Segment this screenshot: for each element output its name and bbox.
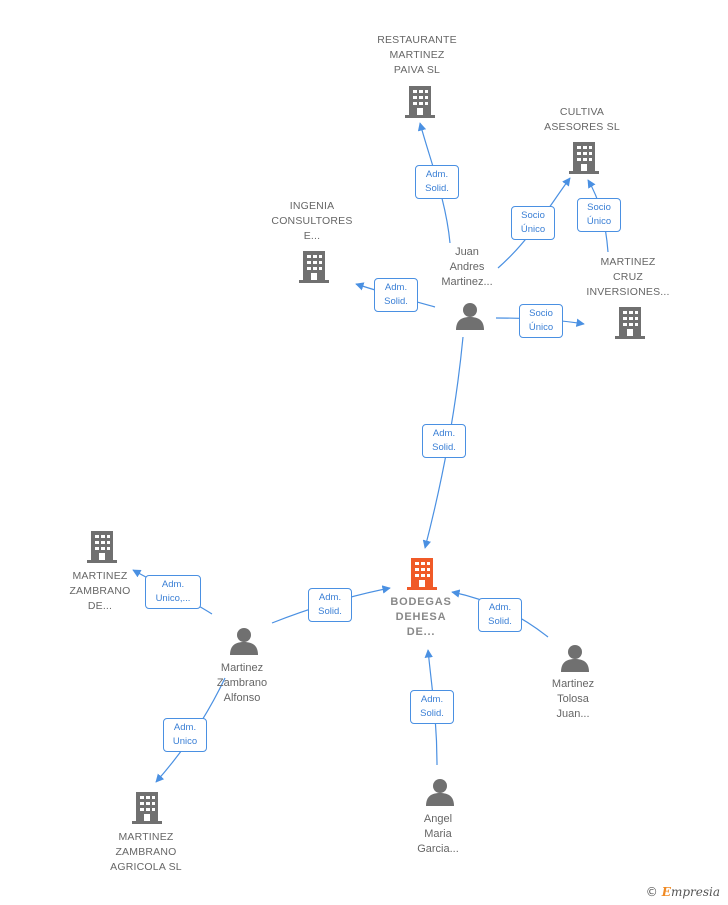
node-label-ingenia[interactable]: INGENIA CONSULTORES E... <box>271 200 353 242</box>
person-icon[interactable] <box>560 643 590 673</box>
relation-label[interactable]: Socio Único <box>511 206 555 240</box>
relation-label[interactable]: Adm. Solid. <box>308 588 352 622</box>
node-label-martinez-cruz[interactable]: MARTINEZ CRUZ INVERSIONES... <box>586 256 670 298</box>
relation-label[interactable]: Adm. Solid. <box>422 424 466 458</box>
relation-label[interactable]: Adm. Solid. <box>410 690 454 724</box>
relation-label[interactable]: Socio Único <box>577 198 621 232</box>
relation-label[interactable]: Adm. Unico,... <box>145 575 201 609</box>
relation-label[interactable]: Adm. Unico <box>163 718 207 752</box>
copyright-icon: © <box>645 885 658 899</box>
brand-name: mpresia <box>670 885 720 899</box>
node-label-tolosa[interactable]: Martinez Tolosa Juan... <box>551 678 595 720</box>
person-icon[interactable] <box>425 777 455 807</box>
node-label-zambrano-alfonso[interactable]: Martinez Zambrano Alfonso <box>216 662 268 704</box>
relation-label[interactable]: Adm. Solid. <box>415 165 459 199</box>
building-icon[interactable] <box>404 85 436 119</box>
person-icon[interactable] <box>229 626 259 656</box>
brand-watermark: ©Empresia <box>646 885 720 899</box>
node-label-angel[interactable]: Angel Maria Garcia... <box>417 813 459 855</box>
building-icon[interactable] <box>568 141 600 175</box>
building-icon[interactable] <box>614 306 646 340</box>
node-label-juan-andres[interactable]: Juan Andres Martinez... <box>441 246 493 288</box>
building-icon[interactable] <box>86 530 118 564</box>
person-icon[interactable] <box>455 301 485 331</box>
relation-label[interactable]: Adm. Solid. <box>478 598 522 632</box>
building-icon-focus[interactable] <box>406 557 438 591</box>
node-label-restaurante[interactable]: RESTAURANTE MARTINEZ PAIVA SL <box>377 34 457 76</box>
node-label-bodegas[interactable]: BODEGAS DEHESA DE... <box>390 596 452 638</box>
node-label-zambrano-agricola[interactable]: MARTINEZ ZAMBRANO AGRICOLA SL <box>110 831 182 873</box>
brand-initial: E <box>661 885 671 899</box>
relation-label[interactable]: Socio Único <box>519 304 563 338</box>
node-label-cultiva[interactable]: CULTIVA ASESORES SL <box>544 106 620 133</box>
building-icon[interactable] <box>298 250 330 284</box>
node-label-zambrano-de[interactable]: MARTINEZ ZAMBRANO DE... <box>69 570 131 612</box>
relation-label[interactable]: Adm. Solid. <box>374 278 418 312</box>
building-icon[interactable] <box>131 791 163 825</box>
